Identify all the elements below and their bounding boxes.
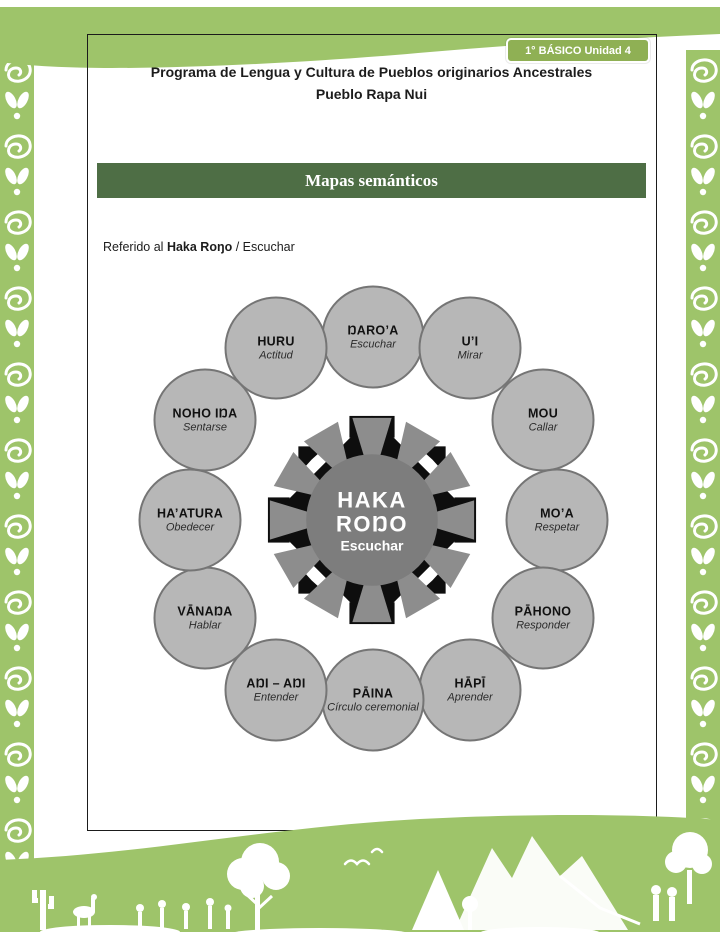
node-angi-angi: AŊI – AŊI Entender (224, 638, 328, 742)
center-term-line2: ROŊO (335, 511, 409, 537)
program-title: Programa de Lengua y Cultura de Pueblos … (150, 64, 593, 80)
landscape-silhouettes (32, 832, 712, 932)
node-hapi: HĀPĪ Aprender (418, 638, 522, 742)
node-haatura: HA’ATURA Obedecer (138, 468, 242, 572)
reference-line: Referido al Haka Roŋo / Escuchar (103, 240, 295, 254)
node-ngaroa: ŊARO’A Escuchar (321, 285, 425, 389)
reference-prefix: Referido al (103, 240, 167, 254)
top-band (0, 7, 720, 68)
center-translation: Escuchar (340, 537, 404, 554)
pueblo-subtitle: Pueblo Rapa Nui (315, 86, 428, 102)
node-paina: PĀINA Círculo ceremonial (321, 648, 425, 752)
node-noho-inga: NOHO IŊA Sentarse (153, 368, 257, 472)
center-term-line1: HAKA (337, 487, 407, 513)
reference-term: Haka Roŋo (166, 240, 233, 254)
node-ui: U’I Mirar (418, 296, 522, 400)
node-vanaga: VĀNAŊA Hablar (153, 566, 257, 670)
left-ornament-border (0, 50, 34, 864)
node-pahono: PĀHONO Responder (491, 566, 595, 670)
haka-rongo-emblem (267, 415, 477, 625)
section-banner-title: Mapas semánticos (305, 170, 438, 190)
node-mou: MOU Callar (491, 368, 595, 472)
node-huru: HURU Actitud (224, 296, 328, 400)
reference-suffix: / Escuchar (232, 240, 295, 254)
right-ornament-border (686, 50, 720, 864)
footer-landscape (0, 814, 720, 932)
center-label: HAKA ROŊO Escuchar (292, 487, 452, 554)
section-banner: Mapas semánticos (97, 163, 646, 198)
unit-badge: 1° BÁSICO Unidad 4 (506, 38, 650, 63)
node-moa: MO’A Respetar (505, 468, 609, 572)
